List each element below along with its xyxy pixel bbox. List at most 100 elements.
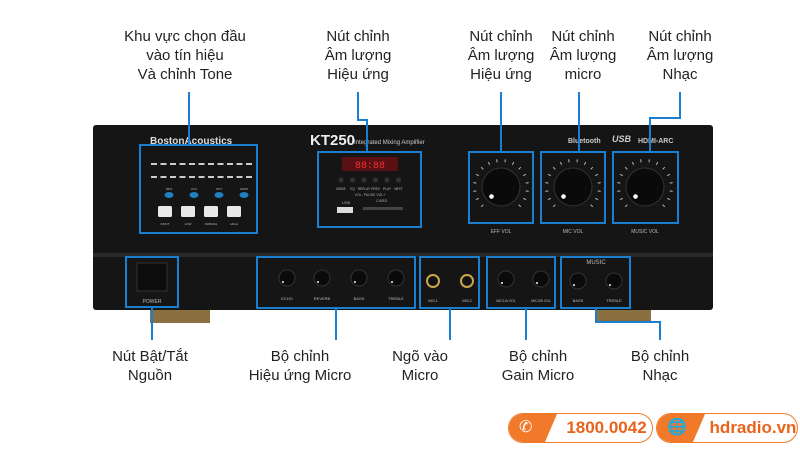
input-led-label: AUX <box>191 187 197 191</box>
callout-line: micro <box>564 66 602 83</box>
vu-led <box>198 163 205 165</box>
scale-tick <box>552 204 556 208</box>
callout-leader <box>357 92 368 152</box>
vu-led <box>208 163 214 165</box>
phone-number: 1800.0042 <box>566 418 647 437</box>
media-button-label: MODE <box>336 187 346 191</box>
mic-jack-label: MIC1 <box>428 298 438 303</box>
knob[interactable] <box>605 272 623 290</box>
scale-tick <box>583 161 587 165</box>
power-switch[interactable] <box>136 262 168 292</box>
led-display-panel <box>342 157 398 171</box>
knob[interactable] <box>387 269 405 287</box>
input-led <box>164 192 174 198</box>
scale-tick <box>480 204 484 208</box>
vu-led <box>179 163 186 165</box>
tone-button-label: LOW <box>185 222 192 226</box>
scale-tick <box>662 166 666 170</box>
scale-tick <box>655 161 659 165</box>
knob-label: MUSIC VOL <box>631 229 659 235</box>
knob[interactable] <box>481 167 521 207</box>
mic-jack[interactable] <box>460 274 474 288</box>
callout-line: Bộ chỉnh <box>630 348 690 365</box>
knob-indicator <box>501 282 503 284</box>
callout-leader <box>595 308 661 340</box>
media-button-mode[interactable] <box>338 177 344 183</box>
callout-line: Micro <box>401 367 439 384</box>
knob[interactable] <box>569 272 587 290</box>
scale-tick <box>619 173 623 177</box>
scale-tick <box>595 197 599 201</box>
globe-icon: 🌐 <box>657 414 705 442</box>
knob-indicator <box>573 284 575 286</box>
media-button-next[interactable] <box>396 177 401 183</box>
model-name: KT250 <box>310 132 355 149</box>
input-led-label: OPT <box>216 187 222 191</box>
callout-line: Bộ chỉnh <box>270 348 330 365</box>
website-url: hdradio.vn <box>709 418 797 437</box>
input-led-label: MP3 <box>166 187 173 191</box>
tone-button-low[interactable] <box>181 206 195 217</box>
vu-led <box>151 163 157 165</box>
usb-label: USB <box>342 200 351 205</box>
scale-tick <box>624 204 628 208</box>
eq-led <box>179 176 186 178</box>
knob-indicator <box>633 194 638 199</box>
mic-jack[interactable] <box>426 274 440 288</box>
knob[interactable] <box>532 270 550 288</box>
media-button-label: PREV <box>371 187 381 191</box>
input-led <box>189 192 199 198</box>
knob[interactable] <box>497 270 515 288</box>
callout-line: Khu vực chọn đầu <box>124 28 246 45</box>
media-button-label: EQ <box>350 187 355 191</box>
knob-label: MIC2/B VOL <box>531 299 551 303</box>
brand-logo: BostonAcoustics <box>150 136 233 147</box>
knob-label: MIC VOL <box>563 229 584 235</box>
phone-pill[interactable]: ✆ 1800.0042 <box>508 413 653 443</box>
callout-line: Nút chỉnh <box>326 28 390 45</box>
eq-led <box>236 176 243 178</box>
scale-tick <box>547 173 551 177</box>
media-button-prev[interactable] <box>373 177 378 183</box>
tone-button-high[interactable] <box>227 206 241 217</box>
media-button-replay[interactable] <box>361 177 367 183</box>
scale-tick <box>590 204 594 208</box>
scale-tick <box>552 166 556 170</box>
eq-led <box>189 176 195 178</box>
usb-port[interactable] <box>337 207 353 213</box>
knob-label: TREBLE <box>388 296 404 301</box>
media-button-eq[interactable] <box>350 177 355 183</box>
knob[interactable] <box>553 167 593 207</box>
knob-label: MIC1/A VOL <box>496 299 516 303</box>
tone-button-input[interactable] <box>158 206 172 217</box>
callout-box <box>486 256 556 309</box>
callout-line: Bộ chỉnh <box>508 348 568 365</box>
card-slot[interactable] <box>363 207 403 210</box>
media-button-play[interactable] <box>384 177 390 183</box>
knob[interactable] <box>313 269 331 287</box>
scale-tick <box>595 173 599 177</box>
knob-indicator <box>391 281 393 283</box>
vu-led <box>217 163 224 165</box>
website-pill[interactable]: 🌐 hdradio.vn <box>656 413 798 443</box>
callout-line: Âm lượng <box>467 47 535 64</box>
knob-label: BASS <box>573 298 584 303</box>
callout-line: Nút chỉnh <box>551 28 615 45</box>
knob[interactable] <box>278 269 296 287</box>
media-button-label: REPLAY <box>358 187 371 191</box>
callout-box <box>317 151 422 228</box>
phone-icon: ✆ <box>509 414 557 442</box>
input-led <box>239 192 249 198</box>
knob[interactable] <box>625 167 665 207</box>
callout-line: vào tín hiệu <box>146 47 224 64</box>
knob[interactable] <box>350 269 368 287</box>
usb-badge: USB <box>612 134 632 144</box>
tone-button-normal[interactable] <box>204 206 218 217</box>
